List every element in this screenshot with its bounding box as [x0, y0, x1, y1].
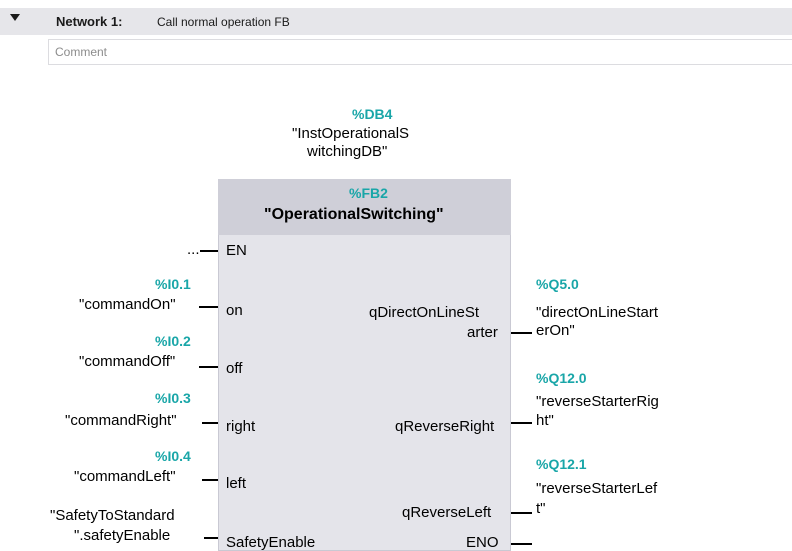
qdirect-address: %Q5.0: [536, 276, 579, 292]
comment-placeholder: Comment: [55, 45, 108, 59]
instance-db-name-line2[interactable]: witchingDB": [307, 143, 388, 160]
qreverseright-address: %Q12.0: [536, 370, 587, 386]
off-operand[interactable]: "commandOff": [79, 353, 176, 370]
on-address: %I0.1: [155, 276, 191, 292]
on-wire: [199, 306, 218, 308]
pin-qreverseleft: qReverseLeft: [402, 504, 492, 521]
right-wire: [202, 422, 218, 424]
qreverseright-operand-line1[interactable]: "reverseStarterRig: [536, 393, 659, 410]
pin-eno: ENO: [466, 534, 499, 551]
pin-left: left: [226, 475, 247, 492]
network-title: Network 1:: [56, 14, 123, 29]
function-block-header[interactable]: [218, 179, 511, 235]
qdirect-wire: [511, 332, 532, 334]
off-address: %I0.2: [155, 333, 191, 349]
pin-en: EN: [226, 242, 247, 259]
safety-operand-line2[interactable]: ".safetyEnable: [74, 527, 171, 544]
qreverseright-operand-line2[interactable]: ht": [536, 412, 554, 429]
en-operand[interactable]: ...: [187, 241, 200, 258]
left-operand[interactable]: "commandLeft": [74, 468, 176, 485]
left-wire: [202, 479, 218, 481]
function-block-box[interactable]: [218, 179, 511, 551]
en-wire: [200, 250, 218, 252]
network-description[interactable]: Call normal operation FB: [157, 15, 290, 29]
fb-address: %FB2: [349, 185, 388, 201]
safety-operand-line1[interactable]: "SafetyToStandard: [50, 507, 175, 524]
fb-name: "OperationalSwitching": [264, 206, 444, 223]
eno-wire: [511, 543, 532, 545]
on-operand[interactable]: "commandOn": [79, 296, 176, 313]
qreverseleft-wire: [511, 512, 532, 514]
right-operand[interactable]: "commandRight": [65, 412, 177, 429]
pin-qdirectonlinestarter-line2: arter: [467, 324, 498, 341]
qreverseleft-operand-line2[interactable]: t": [536, 500, 546, 517]
pin-safety-enable: SafetyEnable: [226, 534, 316, 551]
off-wire: [199, 366, 218, 368]
network-header[interactable]: [0, 8, 792, 35]
pin-off: off: [226, 360, 243, 377]
qreverseright-wire: [511, 422, 532, 424]
qreverseleft-operand-line1[interactable]: "reverseStarterLef: [536, 480, 658, 497]
pin-qreverseright: qReverseRight: [395, 418, 495, 435]
instance-db-address[interactable]: %DB4: [352, 106, 393, 122]
pin-on: on: [226, 302, 243, 319]
safety-wire: [204, 537, 218, 539]
instance-db-name-line1[interactable]: "InstOperationalS: [292, 125, 410, 142]
qreverseleft-address: %Q12.1: [536, 456, 587, 472]
qdirect-operand-line1[interactable]: "directOnLineStart: [536, 304, 659, 321]
left-address: %I0.4: [155, 448, 191, 464]
qdirect-operand-line2[interactable]: erOn": [536, 322, 575, 339]
collapse-triangle-icon[interactable]: [10, 14, 20, 21]
pin-right: right: [226, 418, 256, 435]
pin-qdirectonlinestarter-line1: qDirectOnLineSt: [369, 304, 480, 321]
comment-field[interactable]: [48, 39, 792, 65]
right-address: %I0.3: [155, 390, 191, 406]
